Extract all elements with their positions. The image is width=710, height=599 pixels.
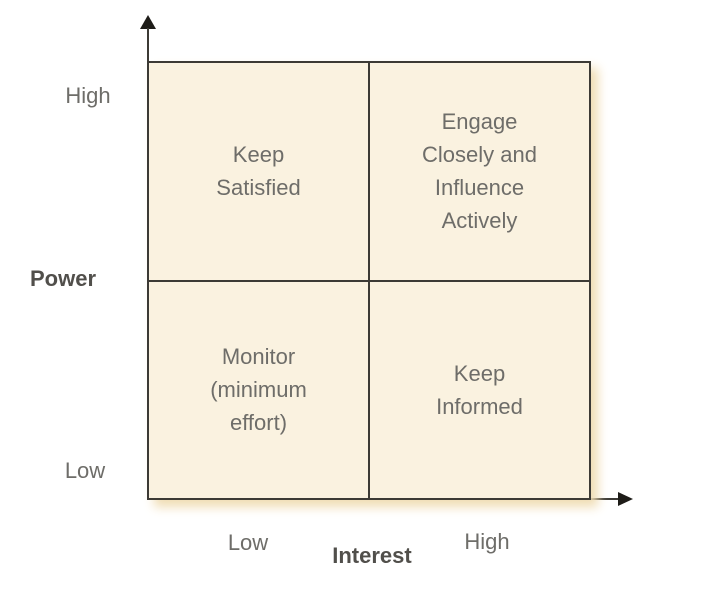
arrow-up-icon	[140, 15, 156, 29]
x-axis-line	[589, 498, 620, 500]
y-axis-tick-low: Low	[64, 458, 106, 483]
quadrant-keep-satisfied: Keep Satisfied	[149, 63, 369, 281]
y-axis-tick-high: High	[65, 83, 111, 108]
quadrant-monitor: Monitor (minimum effort)	[149, 280, 369, 498]
arrow-right-icon	[618, 492, 633, 506]
x-axis-tick-high: High	[464, 529, 510, 554]
x-axis-title: Interest	[332, 543, 412, 568]
y-axis-line	[147, 28, 149, 63]
quadrant-engage-closely: Engage Closely and Influence Actively	[369, 63, 589, 281]
matrix-grid: Keep Satisfied Engage Closely and Influe…	[147, 61, 591, 500]
y-axis-title: Power	[29, 266, 97, 291]
x-axis-tick-low: Low	[227, 530, 269, 555]
quadrant-keep-informed: Keep Informed	[369, 280, 589, 498]
